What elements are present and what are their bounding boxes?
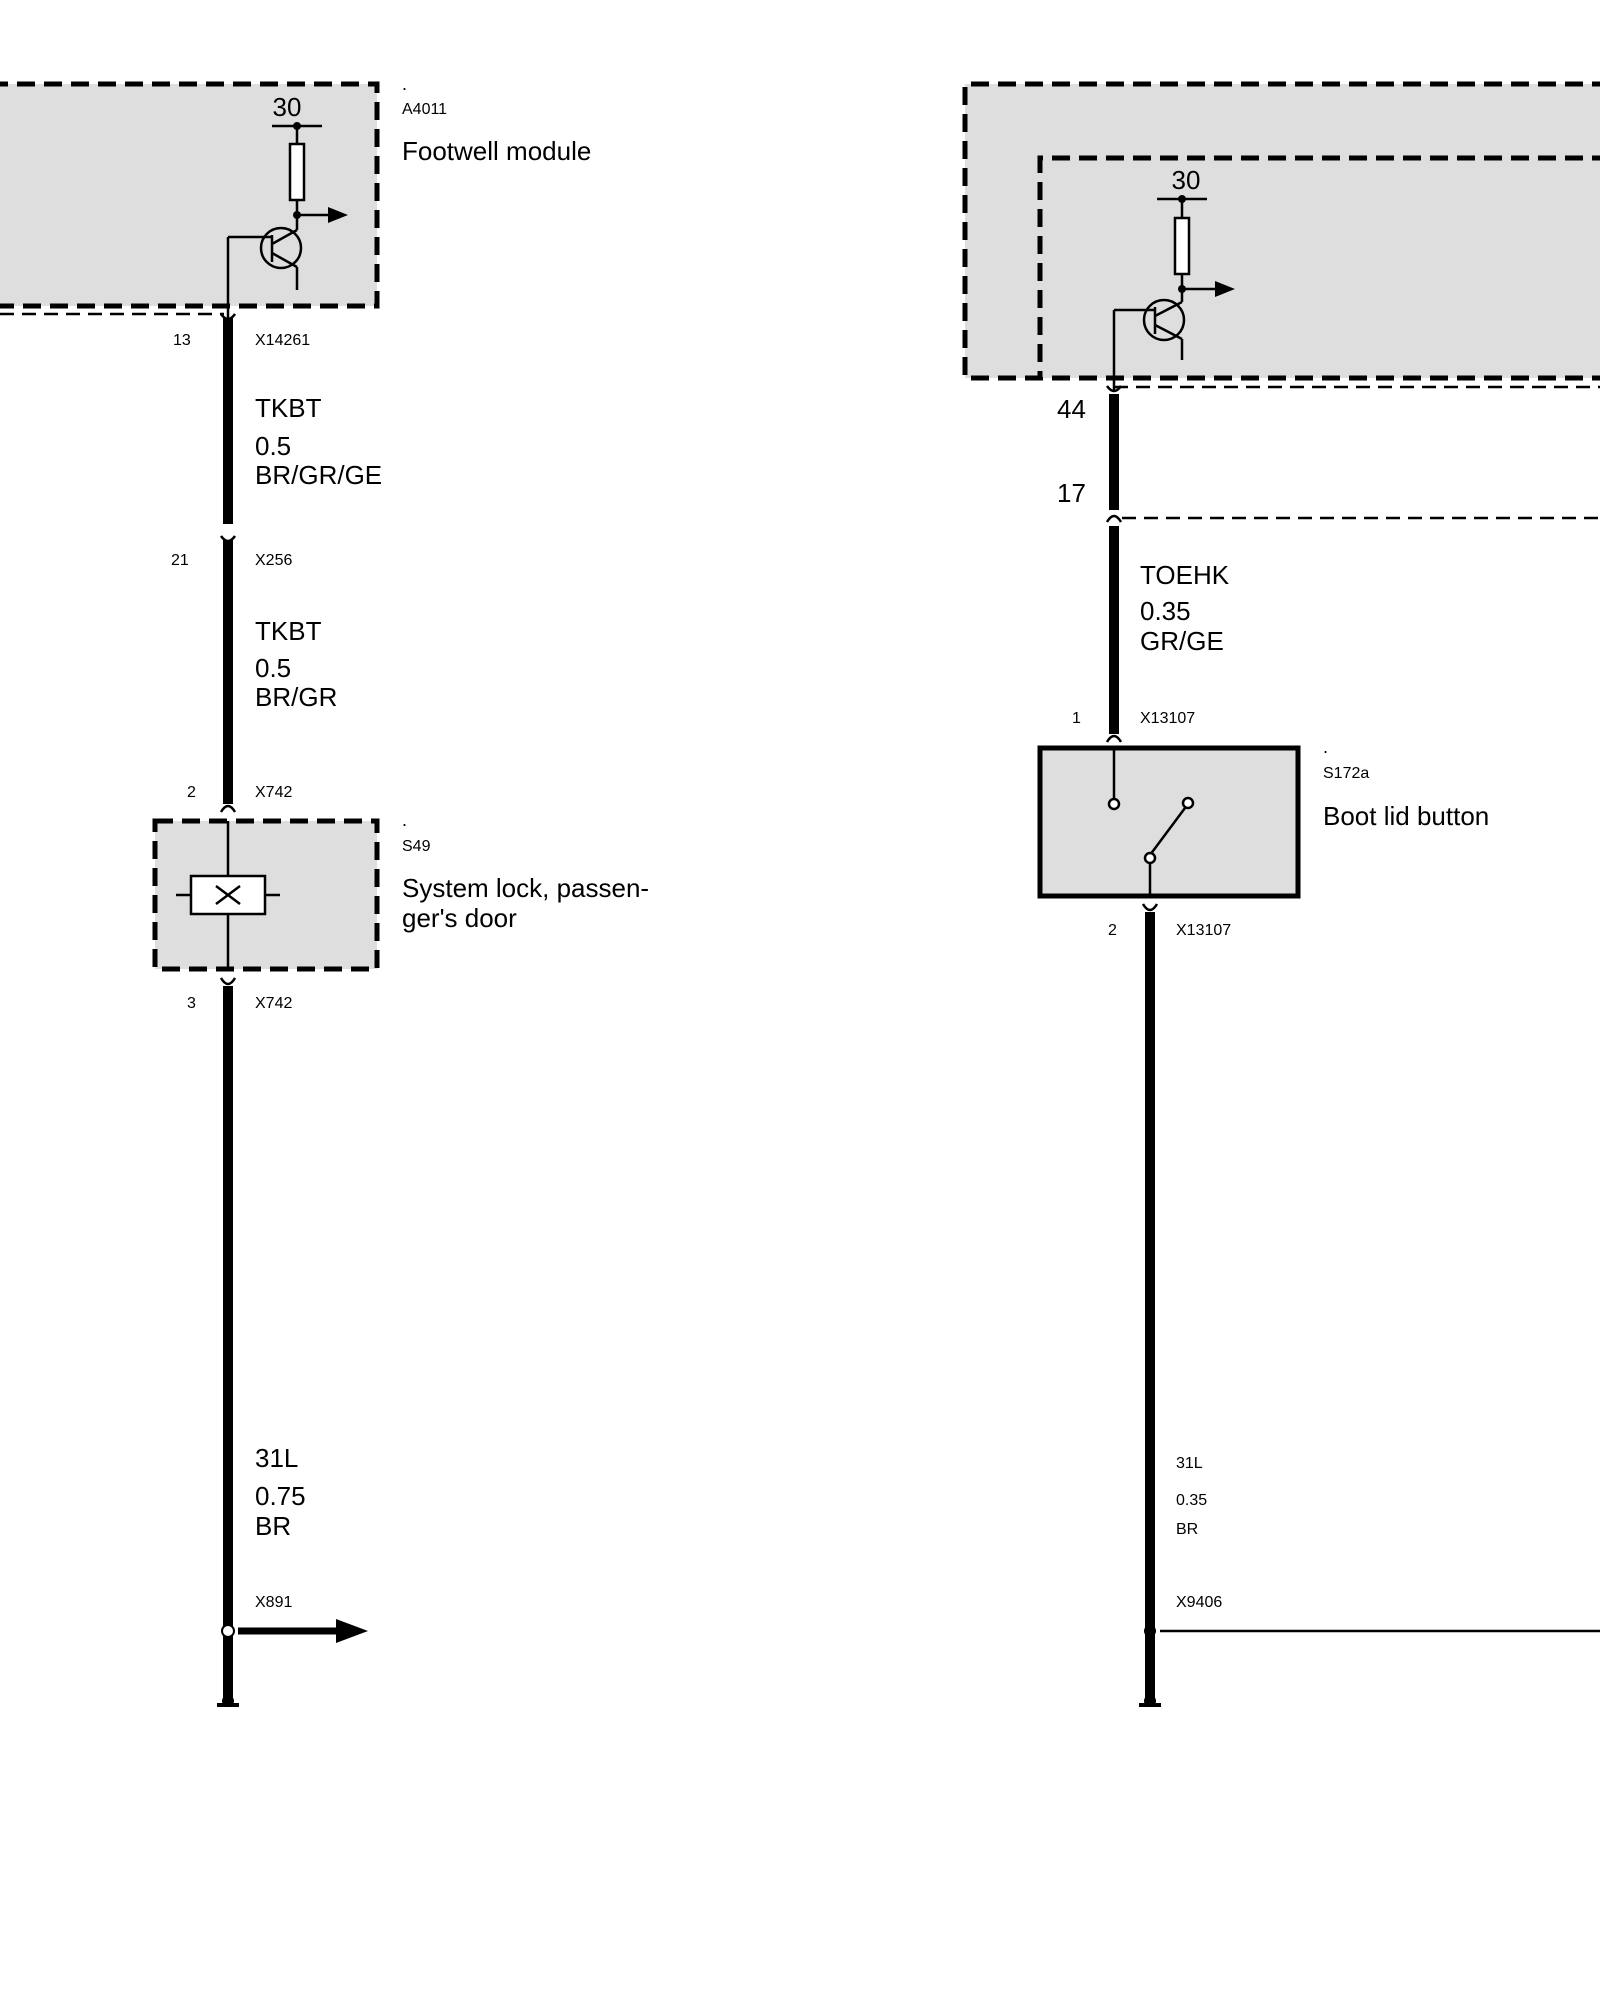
ground-line-x9406 [1144,1625,1600,1637]
wire2-size: 0.5 [255,653,291,683]
ground-wire-size: 0.75 [255,1481,306,1511]
system-lock-name-1: System lock, passen- [402,873,649,903]
conn-x13107-out-id: X13107 [1176,922,1231,939]
footwell-module[interactable] [0,81,380,318]
boot-lid-ref: S172a [1323,765,1369,782]
right-module[interactable] [962,81,1600,390]
system-lock-ref: S49 [402,838,431,855]
system-lock-name-2: ger's door [402,903,517,933]
connector-17-mark [1105,514,1123,523]
footwell-module-dot: . [402,74,407,94]
conn-x14261-pin: 13 [173,332,191,349]
connector-x742-out-mark [219,977,237,986]
right-supply-label: 30 [1172,165,1201,195]
boot-lid-dot: . [1323,737,1328,757]
system-lock-dot: . [402,810,407,830]
conn-x742-in-id: X742 [255,784,292,801]
wire1-size: 0.5 [255,431,291,461]
ground-arrow-x891 [221,1619,368,1643]
conn-x256-pin: 21 [171,552,189,569]
conn-x13107-out-pin: 2 [1108,922,1117,939]
conn-x13107-in-pin: 1 [1072,710,1081,727]
wire2-color: BR/GR [255,682,337,712]
ground-terminal-right [1139,1695,1161,1707]
ground-terminal-left [217,1695,239,1707]
right-ground-signal: 31L [1176,1455,1203,1472]
toehk-size: 0.35 [1140,596,1191,626]
connector-x14261-mark [219,313,237,321]
conn-x891-id: X891 [255,1594,292,1611]
conn-x256-id: X256 [255,552,292,569]
ground-wire-color: BR [255,1511,291,1541]
toehk-signal: TOEHK [1140,560,1230,590]
pin-17-label: 17 [1057,478,1086,508]
connector-x13107-in-mark [1105,734,1123,743]
wire1-signal: TKBT [255,393,322,423]
connector-x13107-out-mark [1141,903,1159,912]
wire2-signal: TKBT [255,616,322,646]
left-circuit: . A4011 Footwell module 30 13 X14261 TKB… [0,74,649,1707]
conn-x742-out-id: X742 [255,995,292,1012]
system-lock-s49[interactable] [152,818,380,972]
wire1-color: BR/GR/GE [255,460,382,490]
footwell-module-ref: A4011 [402,101,447,118]
right-ground-size: 0.35 [1176,1492,1207,1509]
boot-lid-button[interactable] [1037,745,1301,899]
conn-x14261-id: X14261 [255,332,310,349]
connector-44-mark [1105,385,1123,393]
right-circuit: 30 44 17 TOEHK 0.35 GR/GE 1 X13107 . S17… [962,81,1600,1707]
ground-wire-signal: 31L [255,1443,298,1473]
pin-44-label: 44 [1057,394,1086,424]
connector-x742-in-mark [219,804,237,813]
footwell-module-name: Footwell module [402,136,591,166]
conn-x13107-in-id: X13107 [1140,710,1195,727]
conn-x742-in-pin: 2 [187,784,196,801]
conn-x9406-id: X9406 [1176,1594,1222,1611]
boot-lid-name: Boot lid button [1323,801,1489,831]
right-ground-color: BR [1176,1521,1198,1538]
toehk-color: GR/GE [1140,626,1224,656]
footwell-supply-label: 30 [273,92,302,122]
conn-x742-out-pin: 3 [187,995,196,1012]
